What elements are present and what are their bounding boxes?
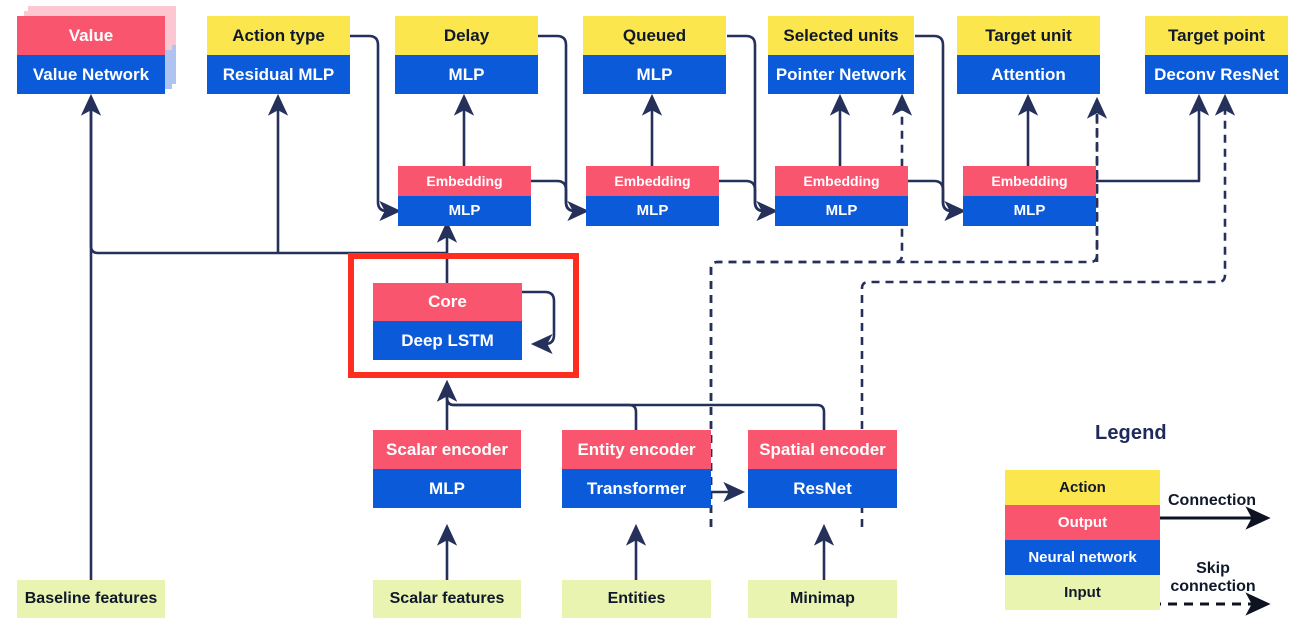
head-selected-units-label: Selected units: [768, 16, 914, 55]
encoder-spatial-output: Spatial encoder: [748, 430, 897, 469]
core-output-label: Core: [373, 283, 522, 321]
legend-connection-label: Connection: [1168, 492, 1256, 509]
wire-delay-to-queued-embedding: [538, 34, 590, 222]
head-target-point[interactable]: Target point Deconv ResNet: [1145, 16, 1288, 94]
encoder-entity-network: Transformer: [562, 469, 711, 508]
legend-swatch-neural-network: Neural network: [1005, 540, 1160, 575]
legend-swatch-action: Action: [1005, 470, 1160, 505]
head-action-type[interactable]: Action type Residual MLP: [207, 16, 350, 94]
head-target-unit[interactable]: Target unit Attention: [957, 16, 1100, 94]
embedding-delay-network: MLP: [398, 196, 531, 226]
head-target-unit-network: Attention: [957, 55, 1100, 94]
head-value-output: Value: [17, 16, 165, 55]
head-target-point-label: Target point: [1145, 16, 1288, 55]
encoder-scalar-output: Scalar encoder: [373, 430, 521, 469]
embedding-target-unit-network: MLP: [963, 196, 1096, 226]
embedding-queued-network: MLP: [586, 196, 719, 226]
wire-selected-units-to-target-unit-embedding: [915, 34, 967, 222]
embedding-target-unit-output: Embedding: [963, 166, 1096, 196]
wire-core-bus-to-value-network: [89, 97, 447, 255]
head-selected-units[interactable]: Selected units Pointer Network: [768, 16, 914, 94]
legend-swatch-output: Output: [1005, 505, 1160, 540]
head-target-unit-label: Target unit: [957, 16, 1100, 55]
encoder-spatial[interactable]: Spatial encoder ResNet: [748, 430, 897, 508]
input-baseline-features[interactable]: Baseline features: [17, 580, 165, 618]
encoder-spatial-network: ResNet: [748, 469, 897, 508]
embedding-target-unit[interactable]: Embedding MLP: [963, 166, 1096, 226]
embedding-selected-units-network: MLP: [775, 196, 908, 226]
legend-swatch-input: Input: [1005, 575, 1160, 610]
wire-queued-embedding-chain: [719, 179, 775, 213]
wire-spatial-encoder-to-core: [445, 383, 826, 430]
head-value[interactable]: Value Value Network: [17, 16, 165, 94]
core-highlight-box: [348, 253, 579, 378]
head-action-type-network: Residual MLP: [207, 55, 350, 94]
encoder-entity[interactable]: Entity encoder Transformer: [562, 430, 711, 508]
input-scalar-features[interactable]: Scalar features: [373, 580, 521, 618]
wire-selected-units-embedding-chain: [908, 179, 963, 213]
embedding-delay[interactable]: Embedding MLP: [398, 166, 531, 226]
wire-action-type-to-delay-embedding: [350, 34, 402, 222]
embedding-queued[interactable]: Embedding MLP: [586, 166, 719, 226]
input-entities-label: Entities: [562, 580, 711, 618]
input-entities[interactable]: Entities: [562, 580, 711, 618]
input-minimap[interactable]: Minimap: [748, 580, 897, 618]
embedding-selected-units[interactable]: Embedding MLP: [775, 166, 908, 226]
head-action-type-label: Action type: [207, 16, 350, 55]
input-scalar-features-label: Scalar features: [373, 580, 521, 618]
wire-delay-embedding-chain: [531, 179, 586, 213]
encoder-scalar-network: MLP: [373, 469, 521, 508]
head-delay[interactable]: Delay MLP: [395, 16, 538, 94]
legend-skip-connection-label: Skip connection: [1170, 560, 1256, 595]
embedding-delay-output: Embedding: [398, 166, 531, 196]
head-delay-network: MLP: [395, 55, 538, 94]
wire-entity-encoder-to-core: [436, 379, 638, 430]
head-value-network: Value Network: [17, 55, 165, 94]
core-network-label: Deep LSTM: [373, 321, 522, 360]
skip-wire-spatial-encoder-to-target-point: [860, 93, 1236, 527]
embedding-selected-units-output: Embedding: [775, 166, 908, 196]
head-target-point-network: Deconv ResNet: [1145, 55, 1288, 94]
head-queued[interactable]: Queued MLP: [583, 16, 726, 94]
head-queued-network: MLP: [583, 55, 726, 94]
encoder-scalar[interactable]: Scalar encoder MLP: [373, 430, 521, 508]
input-baseline-features-label: Baseline features: [17, 580, 165, 618]
encoder-entity-output: Entity encoder: [562, 430, 711, 469]
legend-title: Legend: [1095, 422, 1167, 444]
head-queued-label: Queued: [583, 16, 726, 55]
core-block[interactable]: Core Deep LSTM: [373, 283, 522, 360]
input-minimap-label: Minimap: [748, 580, 897, 618]
head-delay-label: Delay: [395, 16, 538, 55]
embedding-queued-output: Embedding: [586, 166, 719, 196]
head-selected-units-network: Pointer Network: [768, 55, 914, 94]
wire-target-unit-embedding-to-target-point: [1096, 93, 1210, 183]
